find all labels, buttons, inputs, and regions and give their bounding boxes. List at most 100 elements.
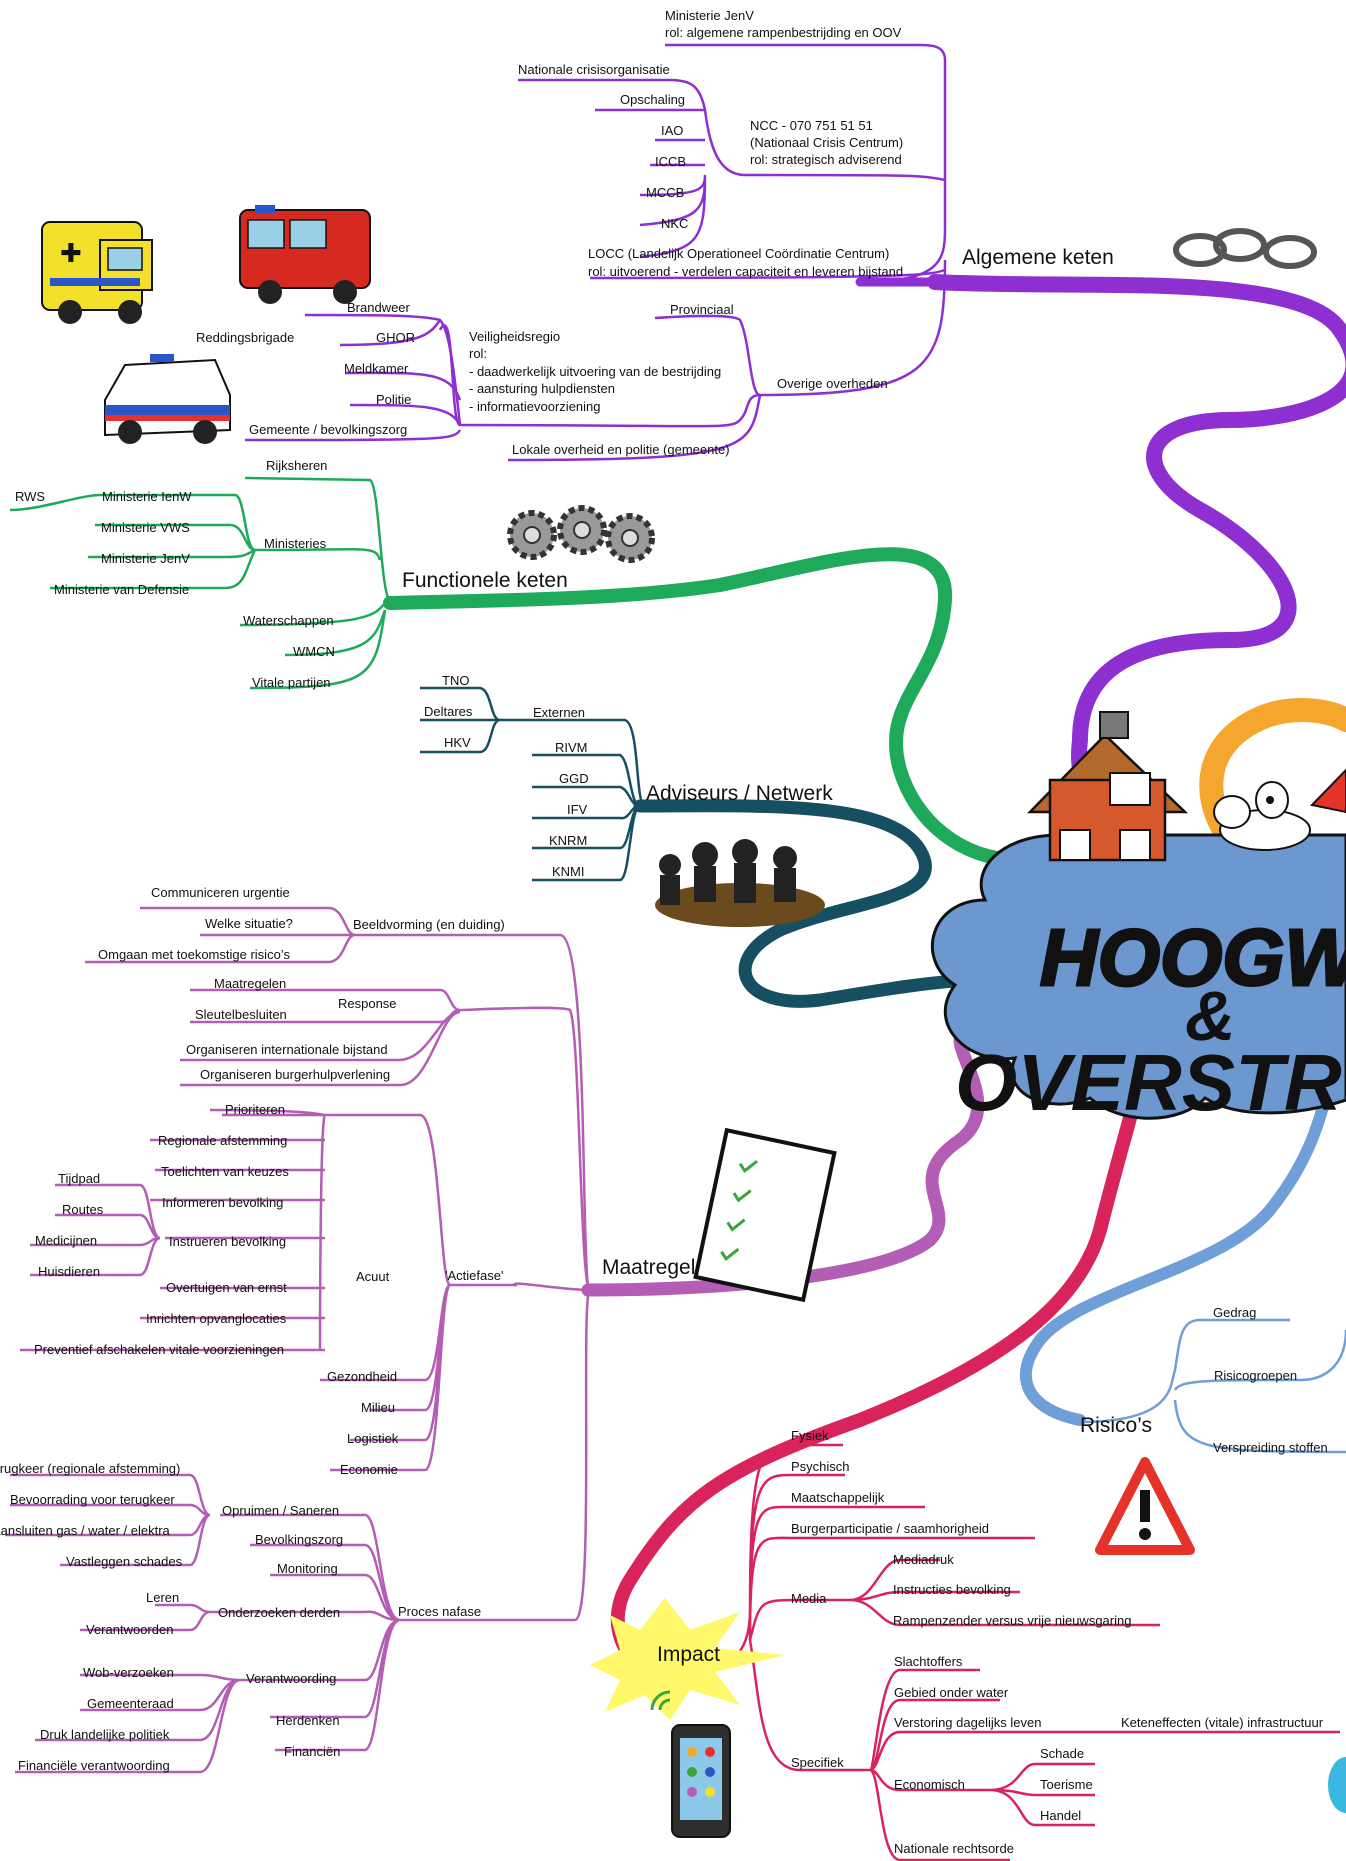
- warning-icon: [1095, 1457, 1195, 1555]
- instrueren-item: Routes: [62, 1202, 104, 1217]
- functioneel-subbranches: [9, 476, 394, 690]
- chain-icon: [1173, 228, 1317, 269]
- police-car-icon: [104, 354, 231, 444]
- beeld-item: Communiceren urgentie: [151, 885, 290, 900]
- veiligheidsregio-rol: - aansturing hulpdiensten: [469, 381, 615, 396]
- central-title-1: HOOGWATE: [1040, 913, 1346, 1002]
- impact-item: Psychisch: [791, 1459, 850, 1474]
- acuut-other: Economie: [340, 1462, 398, 1477]
- ministeries: Ministeries: [264, 536, 327, 551]
- opruimen-item: Aansluiten gas / water / elektra: [0, 1523, 171, 1538]
- svg-text:✚: ✚: [60, 238, 82, 268]
- veiligheidsregio-rol: - daadwerkelijk uitvoering van de bestri…: [469, 364, 721, 379]
- media-item: Instructies bevolking: [893, 1582, 1011, 1597]
- locc-line1: LOCC (Landelijk Operationeel Coördinatie…: [588, 246, 889, 261]
- extern-item: HKV: [444, 735, 471, 750]
- functioneel-item: WMCN: [293, 644, 335, 659]
- acuut-item: Preventief afschakelen vitale voorzienin…: [34, 1342, 284, 1357]
- ncc-line3: rol: strategisch adviserend: [750, 152, 902, 167]
- adviseurs-labels: Adviseurs / Netwerk Externen TNO Deltare…: [424, 673, 833, 879]
- ncc-item: IAO: [661, 123, 683, 138]
- verantwoording-item: Druk landelijke politiek: [40, 1727, 170, 1742]
- acuut-item: Overtuigen van ernst: [166, 1280, 287, 1295]
- response-item: Maatregelen: [214, 976, 286, 991]
- specifiek-item: Slachtoffers: [894, 1654, 963, 1669]
- nafase-item: Monitoring: [277, 1561, 338, 1576]
- beeld-item: Omgaan met toekomstige risico’s: [98, 947, 290, 962]
- veiligheidsregio-rol: rol:: [469, 346, 487, 361]
- branch-title-risicos: Risico’s: [1080, 1414, 1152, 1437]
- ncc-item: NKC: [661, 216, 688, 231]
- branch-title-impact: Impact: [657, 1643, 720, 1666]
- red-triangle-icon: [1310, 768, 1346, 814]
- ministerie-item: Ministerie IenW: [102, 489, 192, 504]
- fire-truck-icon: [239, 205, 371, 304]
- rijksheren: Rijksheren: [266, 458, 327, 473]
- response-item: Sleutelbesluiten: [195, 1007, 287, 1022]
- vr-item: Brandweer: [347, 300, 411, 315]
- teal-blob: [1328, 1757, 1346, 1813]
- nafase-item: Bevolkingszorg: [255, 1532, 343, 1547]
- vr-item: Politie: [376, 392, 411, 407]
- media: Media: [791, 1591, 827, 1606]
- acuut-other: Logistiek: [347, 1431, 399, 1446]
- ncc-item: ICCB: [655, 154, 686, 169]
- financien: Financiën: [284, 1744, 340, 1759]
- functioneel-labels: Functionele keten Rijksheren Ministeries…: [15, 458, 568, 690]
- specifiek-item: Gebied onder water: [894, 1685, 1009, 1700]
- risico-item: Risicogroepen: [1214, 1368, 1297, 1383]
- branch-functioneel: [383, 547, 1027, 867]
- impact-item: Fysiek: [791, 1428, 829, 1443]
- house-icon: [1027, 711, 1189, 862]
- acuut-item: Inrichten opvanglocaties: [146, 1311, 287, 1326]
- ncc-line1: NCC - 070 751 51 51: [750, 118, 873, 133]
- media-item: Rampenzender versus vrije nieuwsgaring: [893, 1613, 1131, 1628]
- specifiek: Specifiek: [791, 1755, 844, 1770]
- people-icon: [655, 839, 825, 927]
- acuut-other: Milieu: [361, 1400, 395, 1415]
- economisch-item: Schade: [1040, 1746, 1084, 1761]
- vr-item: Gemeente / bevolkingszorg: [249, 422, 407, 437]
- central-title-3: OVERSTROMIN: [955, 1038, 1346, 1127]
- response: Response: [338, 996, 397, 1011]
- acuut-other: Gezondheid: [327, 1369, 397, 1384]
- cloud-shape: [930, 833, 1346, 1120]
- acuut-item: Informeren bevolking: [162, 1195, 283, 1210]
- cow-icon: [1213, 781, 1311, 851]
- algemeen-subbranches: [244, 43, 947, 462]
- adviseur-item: KNMI: [552, 864, 585, 879]
- branch-algemeen: [927, 274, 1346, 828]
- impact-labels: Impact Fysiek Psychisch Maatschappelijk …: [590, 1428, 1324, 1856]
- actiefase: 'Actiefase': [445, 1268, 503, 1283]
- veiligheidsregio-rol: - informatievoorziening: [469, 399, 601, 414]
- acuut: Acuut: [356, 1269, 390, 1284]
- risico-item: Verspreiding stoffen: [1213, 1440, 1328, 1455]
- extern-item: Deltares: [424, 704, 473, 719]
- acuut-item: Toelichten van keuzes: [161, 1164, 289, 1179]
- media-item: Mediadruk: [893, 1552, 954, 1567]
- provinciaal: Provinciaal: [670, 302, 734, 317]
- ministerie-item: Ministerie VWS: [101, 520, 190, 535]
- algemeen-labels: Algemene keten Ministerie JenV rol: alge…: [196, 8, 1114, 457]
- organiseren-item: Organiseren internationale bijstand: [186, 1042, 388, 1057]
- central-title-2: &: [1185, 977, 1236, 1055]
- specifiek-item: Nationale rechtsorde: [894, 1841, 1014, 1856]
- jenv-line2: rol: algemene rampenbestrijding en OOV: [665, 25, 902, 40]
- onderzoeken-item: Verantwoorden: [86, 1622, 173, 1637]
- onderzoeken-item: Leren: [146, 1590, 179, 1605]
- impact-item: Burgerparticipatie / saamhorigheid: [791, 1521, 989, 1536]
- instrueren-item: Medicijnen: [35, 1233, 97, 1248]
- ministerie-item: Ministerie JenV: [101, 551, 190, 566]
- organiseren-item: Organiseren burgerhulpverlening: [200, 1067, 390, 1082]
- overige-overheden: Overige overheden: [777, 376, 888, 391]
- externen: Externen: [533, 705, 585, 720]
- ncc-item: Opschaling: [620, 92, 685, 107]
- economisch-item: Handel: [1040, 1808, 1081, 1823]
- ncc-item: Nationale crisisorganisatie: [518, 62, 670, 77]
- gears-icon: [507, 505, 655, 563]
- adviseurs-subbranches: [420, 686, 647, 882]
- branch-title-adviseurs: Adviseurs / Netwerk: [646, 782, 833, 805]
- beeld-item: Welke situatie?: [205, 916, 293, 931]
- risico-item: Gedrag: [1213, 1305, 1256, 1320]
